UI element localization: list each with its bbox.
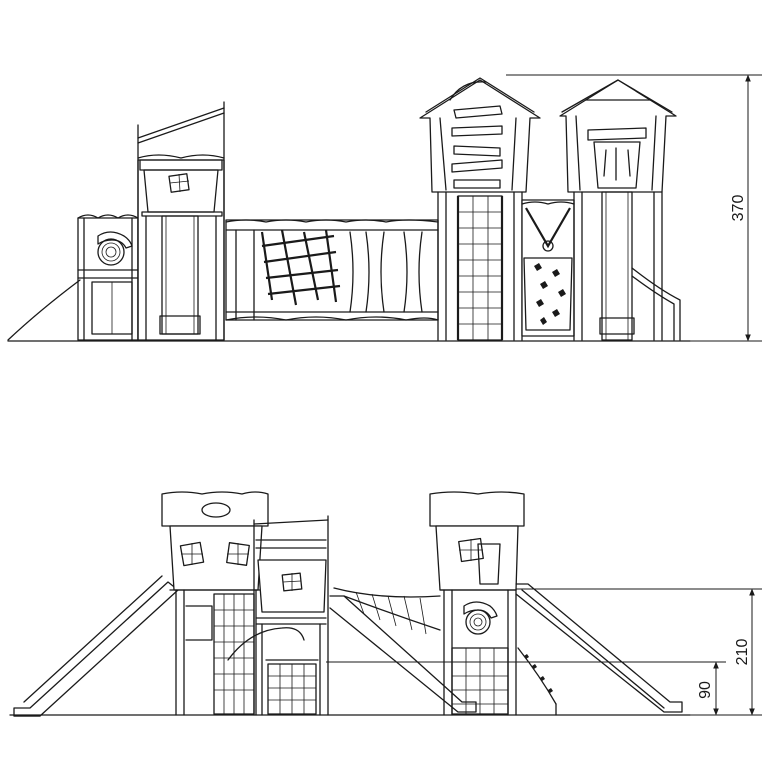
dimension-90: 90 xyxy=(326,661,726,716)
right-slide xyxy=(515,583,683,713)
window-icon-3 xyxy=(226,542,250,566)
slide-tower-front xyxy=(137,101,225,341)
right-tower-side xyxy=(429,491,557,716)
window-icon-5 xyxy=(458,537,484,563)
ladder-front xyxy=(456,195,504,341)
window-icon xyxy=(168,173,190,193)
ladder-tower-front xyxy=(419,77,541,341)
small-left-tower xyxy=(7,214,139,341)
tall-tower-side xyxy=(161,491,269,716)
center-slide xyxy=(329,587,477,713)
window-icon-2 xyxy=(179,541,205,567)
side-elevation: 210 90 xyxy=(9,491,762,717)
steering-wheel-icon xyxy=(97,231,133,266)
dimension-label-210: 210 xyxy=(734,639,751,666)
front-elevation: 370 xyxy=(7,74,762,342)
slide-tower-right-front xyxy=(559,79,681,341)
dimension-370: 370 xyxy=(506,74,762,342)
dimension-label-370: 370 xyxy=(730,195,747,222)
steering-wheel-icon-2 xyxy=(463,601,498,635)
climbing-holds xyxy=(534,263,566,325)
bridge-front xyxy=(225,219,439,321)
climbing-wall-section xyxy=(521,199,575,337)
rope-net xyxy=(260,229,341,306)
middle-tower-side xyxy=(227,515,329,716)
dimension-label-90: 90 xyxy=(697,681,714,699)
left-slide xyxy=(13,575,179,717)
window-icon-4 xyxy=(281,572,303,592)
dimension-210: 210 xyxy=(516,588,762,716)
